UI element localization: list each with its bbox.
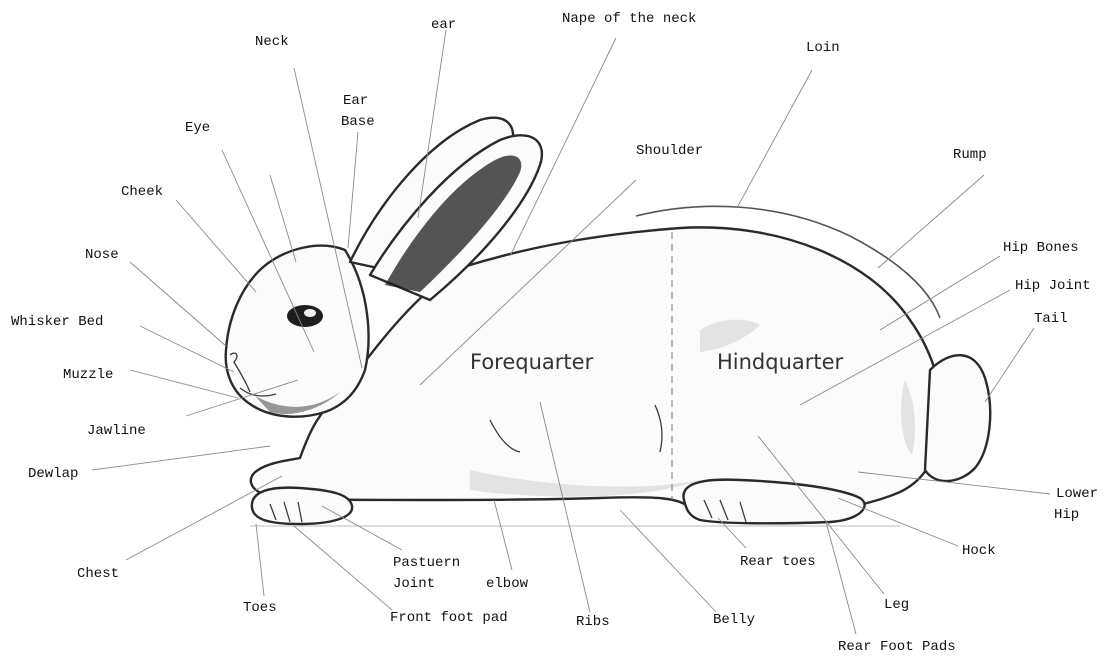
rabbit-eye-highlight	[304, 309, 316, 317]
label-chest: Chest	[77, 566, 119, 582]
label-jawline: Jawline	[87, 423, 146, 439]
label-pastern-1: Pastuern	[393, 555, 460, 571]
label-toes: Toes	[243, 600, 277, 616]
leader-hip-bones	[880, 256, 1000, 330]
label-whisker-bed: Whisker Bed	[11, 314, 103, 330]
leader-muzzle	[130, 370, 238, 398]
front-paw	[252, 488, 352, 524]
rabbit-head	[226, 246, 369, 417]
leader-elbow	[494, 500, 512, 570]
label-pastern-2: Joint	[393, 576, 435, 592]
rabbit-illustration	[226, 118, 991, 526]
label-belly: Belly	[713, 612, 755, 628]
label-loin: Loin	[806, 40, 840, 56]
leader-tail	[985, 328, 1034, 402]
leader-nose	[130, 262, 226, 346]
leader-ear-base	[348, 132, 358, 248]
region-label-forequarter: Forequarter	[470, 350, 594, 374]
leader-pastern	[322, 506, 402, 550]
label-leg: Leg	[884, 597, 909, 613]
rabbit-eye	[287, 305, 323, 327]
label-rump: Rump	[953, 147, 987, 163]
label-muzzle: Muzzle	[63, 367, 113, 383]
label-front-foot-pad: Front foot pad	[390, 610, 508, 626]
label-ear: ear	[431, 17, 456, 33]
leader-dewlap	[92, 446, 270, 470]
leader-eye-2	[270, 175, 296, 262]
label-dewlap: Dewlap	[28, 466, 78, 482]
leader-rump	[878, 175, 984, 268]
leader-loin	[738, 70, 812, 206]
leader-cheek	[176, 200, 256, 292]
leader-whisker-bed	[140, 326, 234, 372]
rabbit-tail	[925, 355, 990, 481]
label-lower-hip-1: Lower	[1056, 486, 1098, 502]
label-rear-toes: Rear toes	[740, 554, 816, 570]
label-hip-bones: Hip Bones	[1003, 240, 1079, 256]
leader-front-foot-pad	[294, 526, 392, 610]
label-rear-foot-pads: Rear Foot Pads	[838, 639, 956, 655]
label-neck: Neck	[255, 34, 289, 50]
label-tail: Tail	[1034, 311, 1068, 327]
label-elbow: elbow	[486, 576, 529, 592]
label-hock: Hock	[962, 543, 996, 559]
label-shoulder: Shoulder	[636, 143, 703, 159]
label-nape: Nape of the neck	[562, 11, 696, 27]
label-eye: Eye	[185, 120, 210, 136]
label-ear-base-1: Ear	[343, 93, 368, 109]
label-nose: Nose	[85, 247, 119, 263]
label-ear-base-2: Base	[341, 114, 375, 130]
label-lower-hip-2: Hip	[1054, 507, 1079, 523]
region-label-hindquarter: Hindquarter	[717, 350, 844, 374]
leader-rear-foot-pads	[826, 522, 856, 634]
leader-hock	[838, 498, 958, 546]
leader-toes	[256, 524, 264, 596]
leader-belly	[620, 510, 716, 612]
label-hip-joint: Hip Joint	[1015, 278, 1091, 294]
label-cheek: Cheek	[121, 184, 163, 200]
label-ribs: Ribs	[576, 614, 610, 630]
